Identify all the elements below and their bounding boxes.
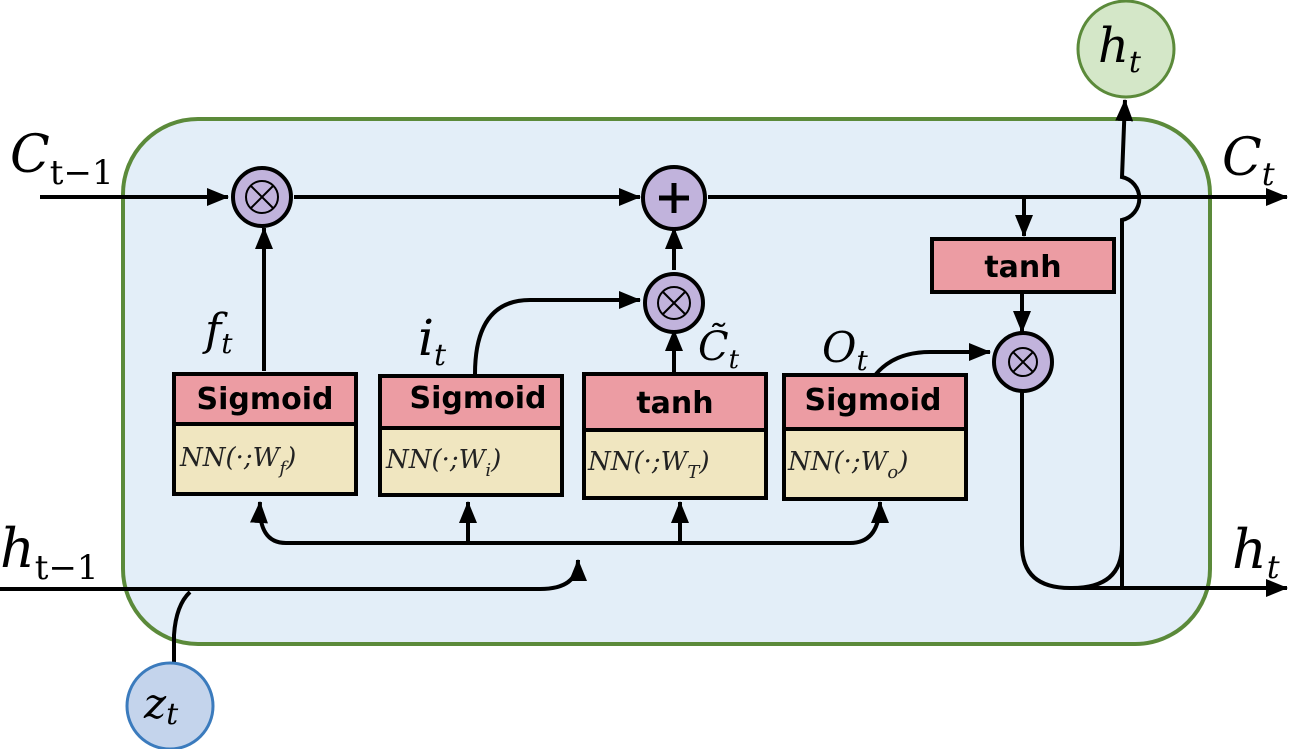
gate-activation-label: tanh: [636, 386, 713, 421]
cell-tanh-box: tanh: [930, 237, 1116, 294]
forget-signal-label: ft: [202, 305, 233, 360]
gate-input: Sigmoid NN(·;Wi): [378, 374, 564, 497]
gate-nn-label: NN(·;WT): [587, 447, 710, 483]
gate-activation-label: Sigmoid: [410, 381, 547, 416]
input-signal-label: it: [418, 309, 447, 373]
h-output-path: [1020, 392, 1288, 597]
gate-nn-label: NN(·;Wi): [385, 445, 501, 481]
gate-nn-label: NN(·;Wo): [787, 447, 908, 483]
gate-activation-label: Sigmoid: [197, 382, 334, 417]
h-prev-line: [0, 501, 889, 665]
h-out-label: ht: [1232, 518, 1280, 586]
gate-output-lines: [255, 227, 1031, 376]
c-prev-label: Ct−1: [10, 125, 114, 193]
candidate-signal-label: C̃t: [698, 323, 740, 375]
c-out-label: Ct: [1222, 128, 1275, 193]
ht-node-label: ht: [1098, 18, 1142, 80]
zt-input-node: zt: [125, 661, 215, 749]
cell-tanh-label: tanh: [984, 250, 1061, 285]
input-multiply-node: [643, 272, 705, 334]
ht-output-node: ht: [1076, 0, 1176, 99]
output-multiply-node: [992, 331, 1054, 393]
h-prev-label: ht−1: [0, 517, 99, 588]
forget-multiply-node: [231, 166, 293, 228]
zt-node-label: zt: [143, 679, 179, 732]
gate-candidate: tanh NN(·;WT): [582, 372, 768, 500]
gate-activation-label: Sigmoid: [805, 383, 942, 418]
output-signal-label: Ot: [822, 323, 868, 377]
gate-nn-label: NN(·;Wf): [179, 443, 296, 479]
add-node: [641, 165, 707, 231]
gate-forget: Sigmoid NN(·;Wf): [172, 372, 358, 496]
gate-output: Sigmoid NN(·;Wo): [782, 373, 968, 501]
cell-state-line: [40, 188, 1288, 237]
ht-upward-path: [1115, 99, 1142, 590]
